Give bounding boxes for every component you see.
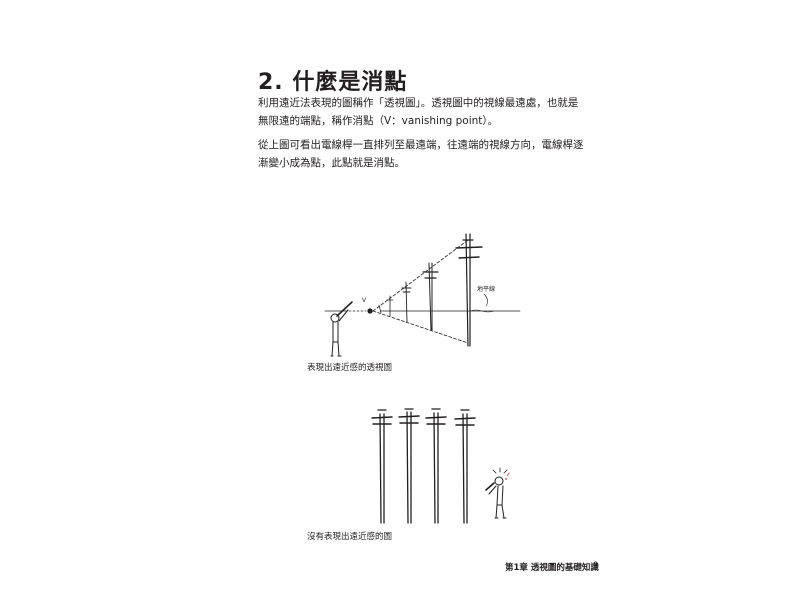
- vanishing-point-dot: [367, 308, 373, 314]
- pole-3: [425, 408, 447, 524]
- flat-figure: [371, 408, 510, 524]
- pole-2: [398, 408, 420, 524]
- pole-1: [371, 409, 393, 524]
- perspective-figure: 地平線 V: [324, 233, 521, 357]
- sight-line-top: [372, 239, 469, 312]
- section-heading: 2. 什麼是消點: [258, 70, 408, 95]
- horizon-label: 地平線: [477, 285, 495, 293]
- chapter-footer: 第1章 透視圖的基礎知識: [505, 563, 599, 573]
- sight-line-bottom: [372, 310, 469, 344]
- horizon-label-pointer: [483, 293, 488, 307]
- pole-middle: [422, 262, 439, 331]
- paragraph-explanation: 從上圖可看出電線桿一直排列至最遠端，往遠端的視線方向，電線桿逐漸變小成為點，此點…: [258, 139, 584, 169]
- pole-far: [401, 281, 412, 323]
- vanishing-point-label: V: [362, 297, 367, 304]
- page-number: 9: [593, 561, 599, 571]
- paragraph-definition: 利用遠近法表現的圖稱作「透視圖」。透視圖中的視線最遠處，也就是無限遠的端點，稱作…: [258, 97, 579, 127]
- pole-near: [455, 233, 483, 347]
- figure-caption-flat: 沒有表現出遠近感的圖: [307, 532, 393, 542]
- figure-caption-perspective: 表現出遠近感的透視圖: [307, 363, 393, 373]
- pole-farthest: [386, 295, 394, 317]
- observer-figure: [330, 301, 353, 357]
- pole-4: [454, 409, 476, 524]
- surprised-figure: [485, 467, 510, 519]
